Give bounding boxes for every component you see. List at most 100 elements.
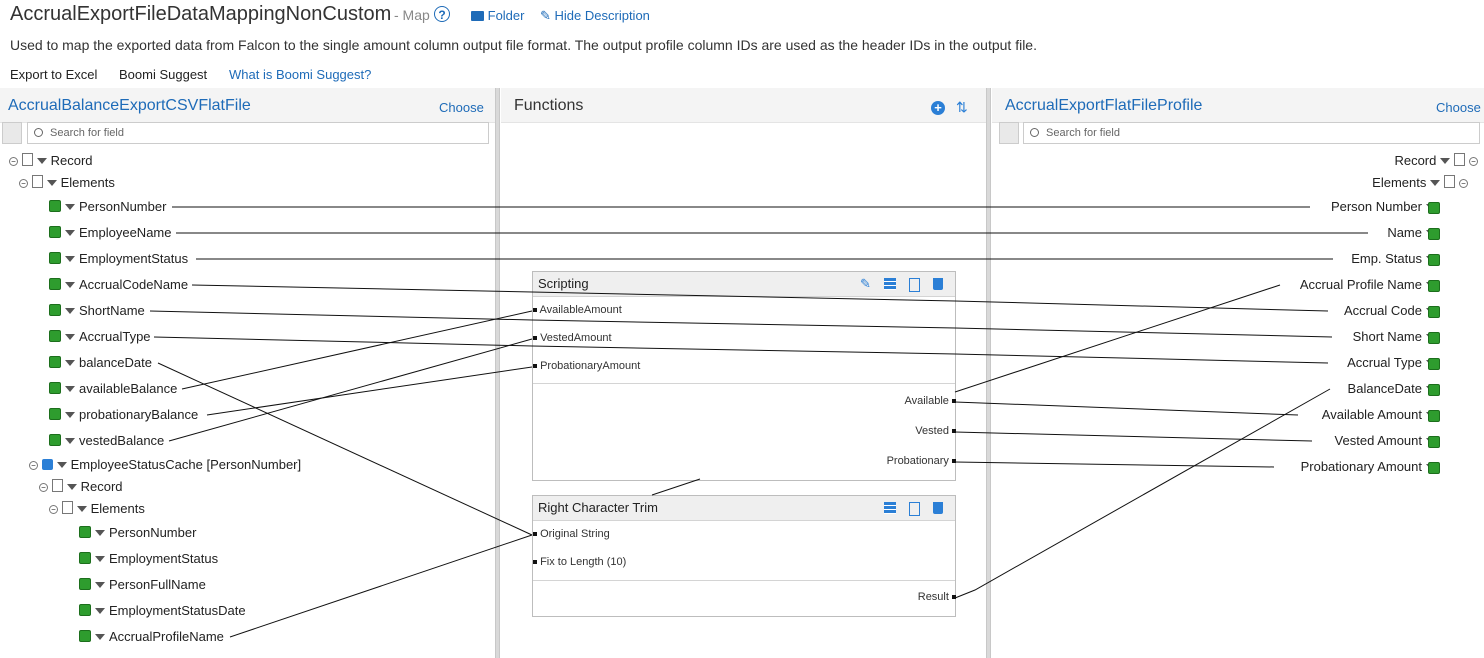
chevron-down-icon[interactable] — [1430, 180, 1441, 186]
cache-field-node[interactable]: PersonNumber — [79, 525, 196, 541]
chevron-down-icon[interactable] — [95, 582, 105, 588]
mapping-wire[interactable] — [157, 362, 533, 536]
source-record-node[interactable]: − Record — [9, 153, 93, 169]
chevron-down-icon[interactable] — [65, 360, 75, 366]
cache-node[interactable]: − EmployeeStatusCache [PersonNumber] — [29, 457, 301, 473]
hide-description-link[interactable]: ✎ Hide Description — [540, 8, 650, 24]
chevron-down-icon[interactable] — [65, 230, 75, 236]
target-field-node[interactable]: Short Name — [1353, 329, 1440, 345]
port-dot[interactable] — [533, 308, 537, 312]
source-field-node[interactable]: AccrualType — [49, 329, 151, 345]
panel-divider-left[interactable] — [495, 88, 500, 658]
cache-elements-node[interactable]: − Elements — [49, 501, 145, 517]
cache-field-node[interactable]: EmploymentStatusDate — [79, 603, 246, 619]
source-search-input[interactable]: Search for field — [27, 122, 489, 144]
mapping-wire[interactable] — [181, 310, 533, 390]
function-output-port[interactable]: Result — [918, 591, 956, 603]
function-input-port[interactable]: AvailableAmount — [533, 304, 622, 316]
mapping-wire[interactable] — [651, 478, 701, 496]
trash-icon[interactable] — [933, 502, 943, 514]
edit-icon[interactable]: ✎ — [860, 276, 871, 291]
port-dot[interactable] — [533, 532, 537, 536]
port-dot[interactable] — [533, 336, 537, 340]
source-profile-title[interactable]: AccrualBalanceExportCSVFlatFile — [8, 97, 251, 114]
cache-field-node[interactable]: EmploymentStatus — [79, 551, 218, 567]
function-input-port[interactable]: ProbationaryAmount — [533, 360, 640, 372]
scripting-function[interactable]: Scripting ✎ — [532, 271, 956, 481]
collapse-icon[interactable]: − — [1469, 157, 1478, 166]
port-dot[interactable] — [952, 595, 956, 599]
chevron-down-icon[interactable] — [65, 334, 75, 340]
target-record-node[interactable]: Record − — [1394, 153, 1478, 169]
list-icon[interactable] — [884, 502, 896, 514]
source-field-node[interactable]: AccrualCodeName — [49, 277, 188, 293]
chevron-down-icon[interactable] — [1440, 158, 1451, 164]
source-field-node[interactable]: balanceDate — [49, 355, 152, 371]
chevron-down-icon[interactable] — [95, 530, 105, 536]
source-choose-link[interactable]: Choose — [439, 100, 484, 115]
target-field-node[interactable]: Vested Amount — [1335, 433, 1440, 449]
trash-icon[interactable] — [933, 278, 943, 290]
chevron-down-icon[interactable] — [95, 608, 105, 614]
sort-icon[interactable]: ⇅ — [956, 99, 968, 115]
list-icon[interactable] — [884, 278, 896, 290]
source-field-node[interactable]: EmployeeName — [49, 225, 172, 241]
chevron-down-icon[interactable] — [65, 204, 75, 210]
panel-divider-right[interactable] — [986, 88, 991, 658]
copy-icon[interactable] — [909, 278, 920, 292]
port-dot[interactable] — [952, 399, 956, 403]
collapse-icon[interactable]: − — [49, 505, 58, 514]
target-field-node[interactable]: Person Number — [1331, 199, 1440, 215]
target-choose-link[interactable]: Choose — [1436, 100, 1481, 115]
source-field-node[interactable]: availableBalance — [49, 381, 177, 397]
mapping-wire[interactable] — [206, 366, 533, 416]
cache-field-node[interactable]: AccrualProfileName — [79, 629, 224, 645]
add-function-icon[interactable]: + — [931, 101, 945, 115]
target-profile-title[interactable]: AccrualExportFlatFileProfile — [1005, 97, 1203, 114]
collapse-icon[interactable]: − — [19, 179, 28, 188]
chevron-down-icon[interactable] — [36, 158, 47, 164]
function-input-port[interactable]: VestedAmount — [533, 332, 612, 344]
chevron-down-icon[interactable] — [95, 634, 105, 640]
port-dot[interactable] — [952, 459, 956, 463]
mapping-wire[interactable] — [229, 534, 533, 638]
copy-icon[interactable] — [909, 502, 920, 516]
chevron-down-icon[interactable] — [76, 506, 87, 512]
export-to-excel-link[interactable]: Export to Excel — [10, 67, 98, 82]
collapse-icon[interactable]: − — [9, 157, 18, 166]
boomi-suggest-link[interactable]: Boomi Suggest — [119, 67, 208, 82]
mapping-wire[interactable] — [954, 284, 1281, 393]
chevron-down-icon[interactable] — [95, 556, 105, 562]
collapse-icon[interactable]: − — [1459, 179, 1468, 188]
function-input-port[interactable]: Fix to Length (10) — [533, 556, 626, 568]
trim-header[interactable]: Right Character Trim — [533, 496, 955, 521]
function-output-port[interactable]: Vested — [915, 425, 956, 437]
target-field-node[interactable]: Accrual Profile Name — [1300, 277, 1440, 293]
port-dot[interactable] — [533, 364, 537, 368]
mapping-wire[interactable] — [954, 401, 1299, 416]
chevron-down-icon[interactable] — [65, 438, 75, 444]
what-is-boomi-suggest-link[interactable]: What is Boomi Suggest? — [229, 67, 372, 82]
cache-field-node[interactable]: PersonFullName — [79, 577, 206, 593]
chevron-down-icon[interactable] — [65, 256, 75, 262]
target-field-node[interactable]: BalanceDate — [1348, 381, 1440, 397]
target-field-node[interactable]: Accrual Type — [1347, 355, 1440, 371]
target-field-node[interactable]: Probationary Amount — [1301, 459, 1440, 475]
collapse-icon[interactable]: − — [39, 483, 48, 492]
port-dot[interactable] — [952, 429, 956, 433]
target-field-node[interactable]: Accrual Code — [1344, 303, 1440, 319]
chevron-down-icon[interactable] — [65, 412, 75, 418]
mapping-wire[interactable] — [168, 338, 533, 442]
mapping-wire[interactable] — [954, 388, 1331, 599]
target-field-node[interactable]: Available Amount — [1322, 407, 1440, 423]
scripting-header[interactable]: Scripting ✎ — [533, 272, 955, 297]
right-character-trim-function[interactable]: Right Character Trim — [532, 495, 956, 617]
chevron-down-icon[interactable] — [65, 386, 75, 392]
port-dot[interactable] — [533, 560, 537, 564]
mapping-wire[interactable] — [954, 431, 1313, 442]
folder-link[interactable]: Folder — [471, 8, 524, 23]
source-field-node[interactable]: ShortName — [49, 303, 145, 319]
source-elements-node[interactable]: − Elements — [19, 175, 115, 191]
function-output-port[interactable]: Available — [904, 395, 956, 407]
function-input-port[interactable]: Original String — [533, 528, 610, 540]
